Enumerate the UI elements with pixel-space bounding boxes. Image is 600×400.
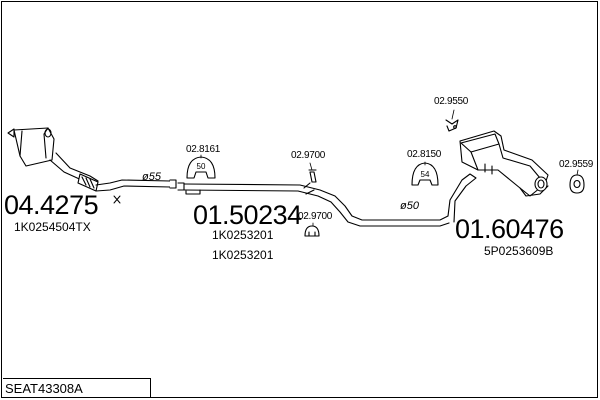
- part-middle-number: 01.50234: [193, 200, 302, 230]
- clamp-rear-label: 02.8150: [407, 149, 442, 160]
- hanger-front-shape: [186, 156, 216, 179]
- ring-tail-shape: [569, 174, 585, 194]
- ring-tail-label: 02.9559: [559, 159, 594, 170]
- rear-pipe-diameter: ø50: [400, 200, 419, 212]
- diagram-title: SEAT43308A: [3, 378, 151, 397]
- hanger-front-size: 50: [197, 162, 206, 171]
- middle-pipe: [177, 182, 450, 227]
- front-pipe: [95, 179, 177, 204]
- mount-rear-label: 02.9550: [434, 96, 469, 107]
- part-front-oe: 1K0254504TX: [14, 220, 91, 234]
- clamp-rear-shape: [411, 162, 439, 186]
- rubber-bottom-shape: [304, 225, 320, 237]
- rubber-bottom-label: 02.9700: [298, 211, 333, 222]
- part-rear-oe: 5P0253609B: [484, 244, 554, 258]
- part-front-number: 04.4275: [4, 190, 99, 220]
- rear-silencer: [447, 130, 549, 223]
- front-pipe-diameter: ø55: [142, 171, 161, 183]
- part-middle-oe-2: 1K0253201: [212, 248, 274, 262]
- catalytic-converter: [7, 127, 99, 192]
- leader-lines: [200, 109, 579, 227]
- part-middle-oe-1: 1K0253201: [212, 228, 274, 242]
- hanger-front-label: 02.8161: [186, 144, 221, 155]
- rubber-top-shape: [308, 169, 317, 183]
- part-rear-number: 01.60476: [455, 214, 564, 244]
- rubber-top-label: 02.9700: [291, 150, 326, 161]
- mount-rear-shape: [445, 119, 459, 132]
- clamp-rear-size: 54: [421, 170, 430, 179]
